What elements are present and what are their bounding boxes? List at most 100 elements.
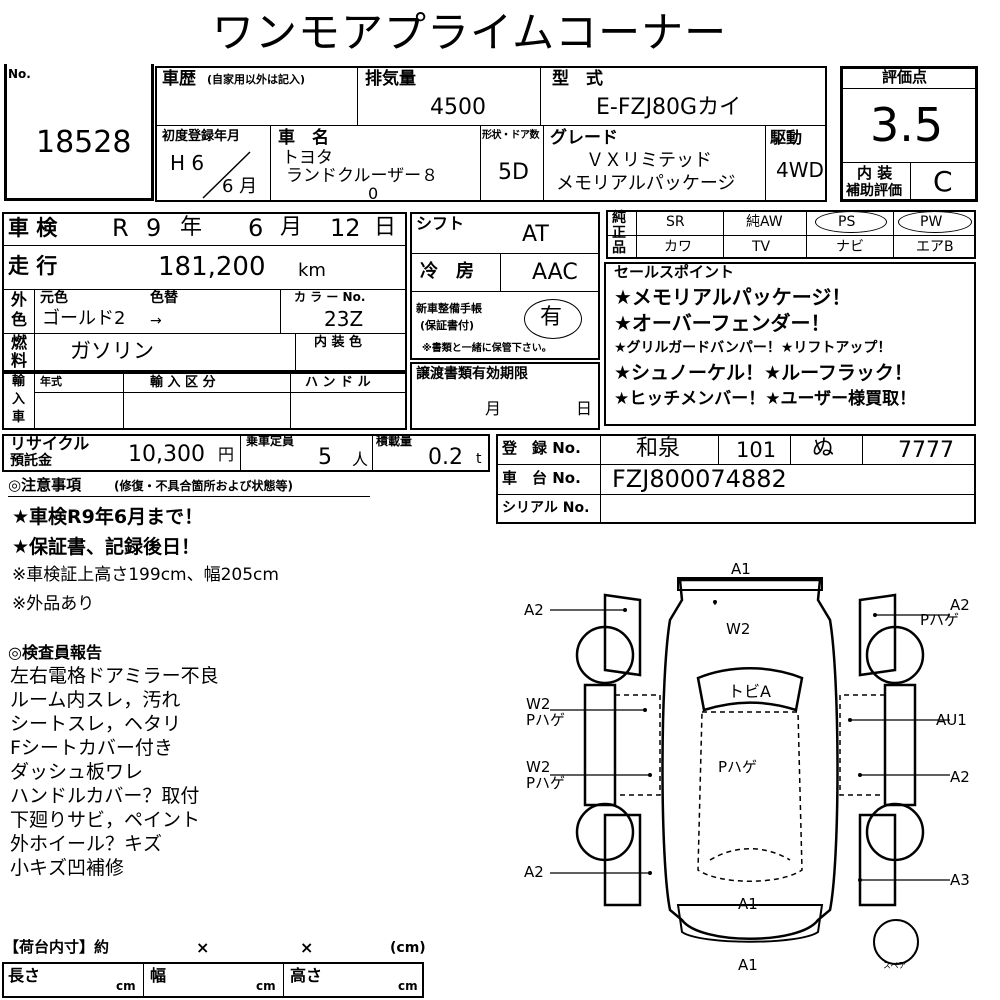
note-1: ★車検R9年6月まで！ (12, 506, 204, 528)
grade-line2: メモリアルパッケージ (556, 173, 736, 194)
cargo-width-cm: cm (256, 979, 276, 993)
inspection-year-unit: 年 (180, 215, 203, 240)
diag-hood: W2 (726, 620, 751, 638)
reg-label: 登 録 No. (502, 439, 581, 457)
sales-point-3: ★グリルガードバンパー！★リフトアップ！ (614, 340, 892, 356)
right-rear-panel (858, 813, 897, 907)
maker: トヨタ (282, 148, 333, 168)
diag-left-door-front-2: Pハゲ (526, 711, 566, 729)
windshield (696, 667, 804, 712)
import-year-label: 年式 (40, 375, 62, 388)
manual-note: ※書類と一緒に保管下さい。 (422, 343, 552, 354)
first-reg-slash (202, 151, 251, 199)
displacement-label: 排気量 (365, 69, 416, 89)
diag-right-door-rear: A2 (950, 768, 970, 786)
left-rear-wheel (575, 802, 635, 862)
diag-front-top: A1 (731, 560, 751, 578)
color-side-1: 外 (11, 290, 28, 309)
manual-label-2: (保証書付) (420, 319, 475, 332)
right-door-dashed (839, 694, 885, 796)
lot-no-label: No. (8, 67, 31, 81)
car-name-line1: ランドクルーザー８ (286, 166, 439, 186)
diag-spare: スペア (883, 961, 907, 970)
fuel-side-2: 料 (11, 351, 28, 370)
mileage-unit: km (298, 260, 326, 281)
sales-points-box (604, 262, 976, 426)
equipment-ps-circle (815, 211, 887, 233)
mileage-value: 181,200 (158, 252, 266, 282)
fuel-value: ガソリン (70, 339, 154, 363)
history-note: (自家用以外は記入) (207, 73, 306, 86)
transfer-box (410, 362, 600, 430)
car-name-line2: 0 (368, 184, 379, 203)
color-side-2: 色 (11, 310, 28, 329)
cargo-width-label: 幅 (150, 966, 167, 985)
manual-circle (524, 299, 582, 339)
reg-number: 7777 (898, 438, 954, 463)
notes-label: ◎注意事項 (8, 476, 82, 494)
diag-left-door-front-1: W2 (526, 695, 551, 713)
equipment-sr: SR (666, 214, 685, 230)
manual-label-1: 新車整備手帳 (416, 302, 482, 315)
inspection-label: 車 検 (8, 216, 58, 240)
body-outline (661, 578, 839, 940)
equipment-pw-circle (898, 211, 972, 233)
inspection-era: R (112, 214, 129, 242)
interior-label-2: 補助評価 (846, 183, 902, 199)
color-no: 23Z (324, 307, 364, 331)
recycle-grid (2, 434, 490, 472)
inspector-item-5: ダッシュ板ワレ (10, 761, 144, 783)
transfer-day: 日 (576, 399, 593, 418)
left-door-dashed (615, 694, 661, 796)
load-value: 0.2 (428, 445, 463, 470)
fuel-side-1: 燃 (11, 333, 28, 352)
diag-rear-bottom: A1 (738, 956, 758, 974)
inspector-item-7: 下廻りサビ，ペイント (10, 809, 201, 831)
page-title: ワンモアプライムコーナー (212, 8, 728, 57)
inspection-year: 9 (146, 214, 162, 242)
inspection-month-unit: 月 (280, 215, 303, 240)
import-side-1: 輸 (12, 374, 26, 389)
import-side-3: 車 (12, 410, 26, 425)
inspection-day: 12 (330, 214, 361, 242)
equipment-side-2: 正 (612, 225, 626, 241)
equipment-airbag: エアB (916, 239, 954, 255)
first-reg-label: 初度登録年月 (162, 129, 241, 144)
diag-left-rear: A2 (524, 863, 544, 881)
original-color-label: 元色 (40, 290, 68, 306)
inspector-item-8: 外ホイール？キズ (10, 833, 163, 855)
sales-points-label: セールスポイント (614, 263, 735, 281)
inspector-item-2: ルーム内スレ，汚れ (10, 689, 181, 711)
shift-grid (410, 212, 600, 360)
car-condition-diagram (550, 577, 950, 965)
diag-left-door-rear-1: W2 (526, 758, 551, 776)
first-reg-month: 6 月 (222, 176, 258, 197)
interior-color-label: 内 装 色 (314, 335, 363, 350)
import-grid (2, 372, 407, 430)
sales-point-1: ★メモリアルパッケージ！ (614, 285, 852, 309)
damage-dots (623, 600, 877, 882)
cargo-x1: × (196, 938, 210, 957)
shift-label: シフト (416, 214, 465, 233)
inspector-item-6: ハンドルカバー？取付 (10, 785, 200, 807)
equipment-aw: 純AW (746, 214, 783, 230)
equipment-side-3: 品 (612, 240, 626, 256)
manual-value: 有 (540, 305, 563, 330)
equipment-grid (606, 210, 976, 259)
roof-dashed (697, 711, 803, 882)
right-side-panel (883, 683, 917, 807)
capacity-label: 乗車定員 (246, 434, 295, 448)
inspection-month: 6 (248, 214, 264, 242)
diag-left-front: A2 (524, 601, 544, 619)
equipment-tv: TV (752, 239, 771, 255)
grade-label: グレード (550, 128, 618, 148)
left-front-wheel (575, 625, 635, 685)
grade-line1: ＶＸリミテッド (586, 150, 712, 171)
diag-roof-front: トビA (728, 682, 771, 701)
right-rear-wheel (865, 802, 925, 862)
color-no-label: カ ラ ー No. (294, 290, 366, 304)
equipment-leather: カワ (664, 239, 692, 255)
equipment-ps: PS (838, 214, 856, 230)
chassis-value: FZJ800074882 (612, 465, 787, 493)
load-unit: t (476, 451, 482, 467)
